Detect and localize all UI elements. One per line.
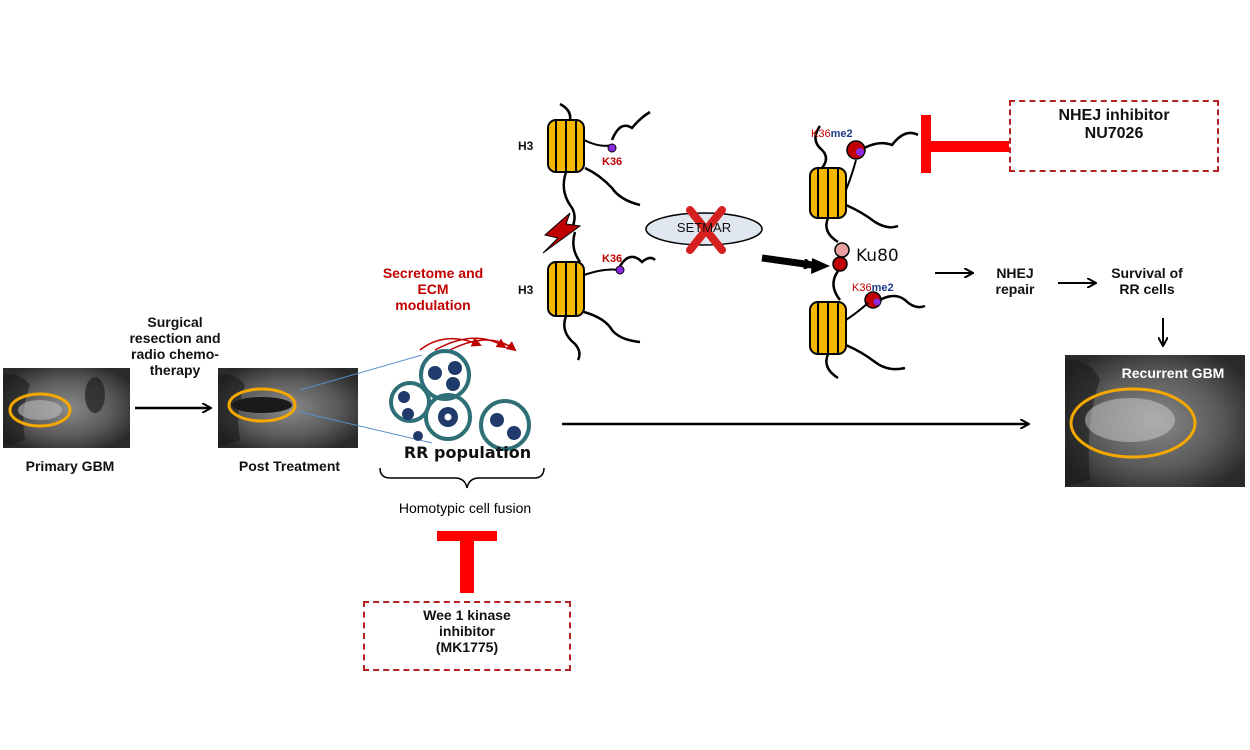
recurrent-gbm-label: Recurrent GBM (1121, 365, 1225, 381)
inhibition-bar-icon (921, 115, 1009, 173)
h3-bottom-label: H3 (518, 283, 534, 297)
tumor-outline (8, 392, 72, 428)
tumor-outline (1069, 387, 1197, 459)
nucleosome-bottom-left (547, 231, 656, 361)
lightning-icon (542, 212, 582, 254)
arrow-icon (761, 254, 812, 265)
k36me2-bottom-label: K36me2 (852, 282, 894, 294)
nhej-repair-label: NHEJ repair (995, 265, 1035, 298)
k36-bottom-label: K36 (602, 253, 623, 265)
ku80-complex (832, 242, 850, 272)
h3-top-label: H3 (518, 139, 534, 153)
rr-population-label: RR population (403, 443, 532, 462)
homotypic-label: Homotypic cell fusion (398, 500, 532, 516)
tumor-outline (227, 387, 297, 423)
ku80-label: Ku80 (856, 246, 899, 266)
k36me2-top-label: K36me2 (811, 128, 853, 140)
nhej-inhibitor-label: NHEJ inhibitor NU7026 (1058, 107, 1170, 143)
nucleosome-top-right (809, 125, 919, 244)
wee1-inhibitor-box (363, 601, 571, 671)
post-treatment-label: Post Treatment (238, 458, 341, 474)
nucleosome-bottom-right (809, 270, 926, 380)
secretome-label: Secretome and ECM modulation (382, 265, 484, 314)
mri-primary-gbm (3, 368, 130, 448)
primary-gbm-label: Primary GBM (25, 458, 115, 474)
inhibition-bar-icon (437, 531, 497, 593)
nucleosome-top-left (547, 102, 651, 229)
setmar-label: SETMAR (676, 220, 732, 235)
surgical-label: Surgical resection and radio chemo- ther… (129, 314, 221, 379)
k36-top-label: K36 (602, 156, 623, 168)
mri-post-treatment (218, 368, 358, 448)
rr-cell-cluster (389, 349, 531, 451)
mri-recurrent-gbm (1065, 355, 1245, 487)
cross-icon (686, 206, 726, 254)
brace (379, 467, 545, 489)
wee1-inhibitor-label: Wee 1 kinase inhibitor (MK1775) (423, 607, 511, 656)
nhej-inhibitor-box (1009, 100, 1219, 172)
survival-label: Survival of RR cells (1111, 265, 1183, 298)
